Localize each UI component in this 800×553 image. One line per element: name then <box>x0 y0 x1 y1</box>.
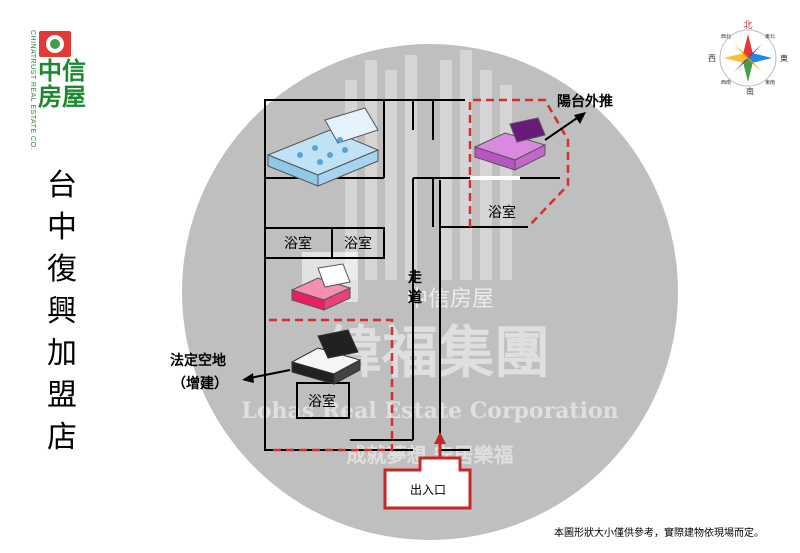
compass-icon: 北 東 南 西 西北 東北 東南 西南 <box>708 20 788 96</box>
disclaimer-note: 本圖形狀大小僅供參考，實際建物依現場而定。 <box>554 528 764 539</box>
balcony-arrow <box>544 115 581 141</box>
additions-outline <box>269 98 570 452</box>
bed-pink-icon <box>290 263 352 311</box>
entrance-arrowhead-icon <box>434 432 446 444</box>
bed-purple-icon <box>473 117 547 171</box>
logo-emblem-icon <box>39 31 71 57</box>
logo-english-text: CHINATRUST REAL ESTATE CO. <box>29 30 36 150</box>
corridor-label: 走 <box>408 270 423 286</box>
balcony-label: 陽台外推 <box>557 93 613 110</box>
store-char: 台 <box>47 168 77 203</box>
compass-southwest: 西南 <box>721 79 731 86</box>
balcony-arrowhead-icon <box>574 112 586 124</box>
compass-south: 南 <box>746 86 754 96</box>
legal-open-arrowhead-icon <box>242 373 254 383</box>
bathroom-label: 浴室 <box>344 235 372 252</box>
compass-northeast: 東北 <box>765 33 775 40</box>
entrance-label: 出入口 <box>410 483 446 497</box>
legal-open-arrow <box>249 369 291 379</box>
compass-northwest: 西北 <box>721 33 731 40</box>
bed-blue-icon <box>266 107 380 187</box>
legal-open-label: 法定空地 <box>170 352 226 369</box>
watermark-small-brand: 中信房屋 <box>406 287 494 312</box>
store-char: 店 <box>47 420 77 455</box>
logo-chinese-name: 中信 房屋 <box>38 58 108 110</box>
compass-north: 北 <box>743 20 752 31</box>
bed-black-white-icon <box>290 329 362 385</box>
legal-open-sub-label: （增建） <box>172 375 228 392</box>
bathroom-label: 浴室 <box>488 204 516 221</box>
bathroom-label: 浴室 <box>308 393 336 410</box>
store-char: 中 <box>47 210 77 245</box>
store-char: 復 <box>47 252 77 287</box>
store-char: 加 <box>47 336 77 371</box>
logo-name-line2: 房屋 <box>38 83 86 111</box>
bathroom-label: 浴室 <box>284 235 312 252</box>
logo-name-line1: 中信 <box>38 57 86 85</box>
corridor-label: 道 <box>408 289 422 306</box>
compass-southeast: 東南 <box>765 79 775 86</box>
watermark-english: Lohas Real Estate Corporation <box>241 398 618 424</box>
store-char: 興 <box>47 294 77 329</box>
compass-east: 東 <box>780 53 788 63</box>
entrance-marker: 出入口 <box>383 432 472 510</box>
store-name: 台 中 復 興 加 盟 店 <box>32 165 92 459</box>
store-char: 盟 <box>47 378 77 413</box>
watermark-group-name: 緯福集團 <box>326 321 550 386</box>
compass-west: 西 <box>708 54 716 63</box>
